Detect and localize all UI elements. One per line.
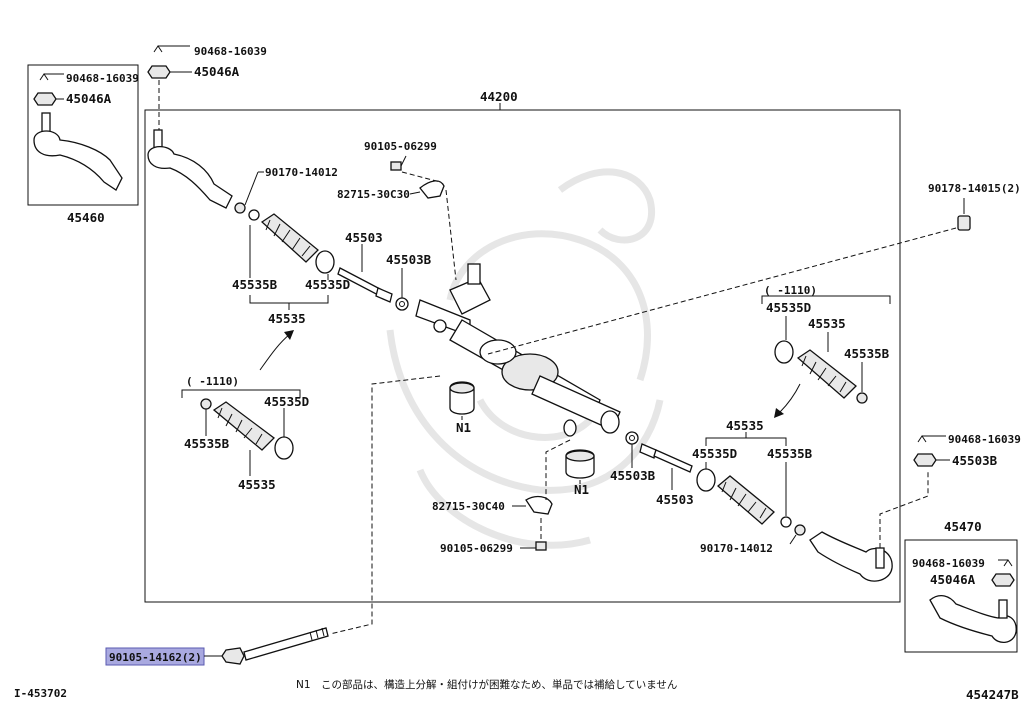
label-br-nut: 45046A — [930, 572, 976, 587]
ul-clip-icon — [39, 73, 64, 81]
assembly-44200-frame — [144, 109, 901, 603]
dash-grommet-to-rack — [487, 227, 957, 355]
r-nut-icon — [913, 453, 950, 467]
r-clip-icon — [917, 435, 946, 443]
label-rr-boot-b: 45535B — [844, 346, 890, 361]
boot-right-lower-icon — [696, 468, 806, 536]
inner-rod-right-icon — [639, 443, 693, 490]
arrow-head-left — [284, 330, 294, 340]
label-44200: 44200 — [480, 89, 518, 104]
label-rl-boot: 45535 — [726, 418, 764, 433]
nut-left-icon — [395, 268, 409, 311]
tie-rod-end-45470-icon — [929, 594, 1017, 643]
label-rr-boot: 45535 — [808, 316, 846, 331]
label-highlight-bolt[interactable]: 90105-14162(2) — [109, 651, 202, 664]
footnote-n1: N1 この部品は、構造上分解・組付けが困難なため、単品では補給していません — [296, 678, 677, 691]
bracket-top-icon — [409, 180, 445, 199]
label-ul-clip: 90468-16039 — [66, 72, 139, 85]
label-tl-nut: 45046A — [194, 64, 240, 79]
doc-id-right: 454247B — [966, 687, 1019, 702]
label-l-nut: 45503B — [386, 252, 432, 267]
label-rr-range: ( -1110) — [764, 284, 817, 297]
assembly-45460-frame — [27, 64, 139, 206]
bushing-n1-left-icon — [449, 381, 475, 420]
tl-clip-icon — [153, 45, 190, 53]
label-l-boot: 45535 — [268, 311, 306, 326]
br-clip-icon — [998, 559, 1013, 567]
label-bolt-bottom: 90105-06299 — [440, 542, 513, 555]
label-l-boot-b: 45535B — [232, 277, 278, 292]
label-ll-boot: 45535 — [238, 477, 276, 492]
doc-id-left: I-453702 — [14, 687, 67, 700]
label-ll-boot-d: 45535D — [264, 394, 309, 409]
br-nut-icon — [991, 573, 1015, 587]
label-ll-boot-b: 45535B — [184, 436, 230, 451]
grommet-right-icon — [957, 198, 971, 231]
label-ll-range: ( -1110) — [186, 375, 239, 388]
label-rl-boot-b: 45535B — [767, 446, 813, 461]
boot-left-icon — [248, 209, 335, 274]
label-r-rod: 45503 — [656, 492, 694, 507]
label-ul-nut: 45046A — [66, 91, 112, 106]
boot-right-upper-icon — [774, 340, 868, 404]
assembly-45470-frame — [904, 539, 1018, 653]
label-br-clip: 90468-16039 — [912, 557, 985, 570]
label-grommet-right: 90178-14015(2) — [928, 182, 1021, 195]
label-bolt-top: 90105-06299 — [364, 140, 437, 153]
arrow-curve-left — [259, 333, 291, 371]
long-bolt-icon — [221, 627, 329, 665]
dash-bolt-to-rack — [329, 375, 441, 635]
watermark-emblem — [386, 168, 664, 549]
label-l-ring: 90170-14012 — [265, 166, 338, 179]
boot-lower-left-icon — [200, 398, 294, 460]
tie-rod-end-45460-icon — [33, 112, 123, 191]
label-rr-boot-d: 45535D — [766, 300, 811, 315]
bolt-bottom-icon — [520, 541, 547, 551]
inner-rod-left-icon — [337, 267, 393, 303]
label-r-clip: 90468-16039 — [948, 433, 1021, 446]
label-tl-clip: 90468-16039 — [194, 45, 267, 58]
bushing-n1-right-icon — [563, 419, 595, 484]
tl-nut-icon — [147, 65, 192, 79]
label-r-nut: 45503B — [610, 468, 656, 483]
steering-rack-housing-icon — [415, 263, 621, 434]
label-l-rod: 45503 — [345, 230, 383, 245]
label-n1-left: N1 — [456, 420, 471, 435]
label-r-nut-outer: 45503B — [952, 453, 998, 468]
label-n1-right: N1 — [574, 482, 589, 497]
label-bracket-top: 82715-30C30 — [337, 188, 410, 201]
label-l-boot-d: 45535D — [305, 277, 350, 292]
nut-right-icon — [625, 431, 639, 468]
tie-rod-end-left-icon — [147, 129, 233, 209]
lock-ring-left-icon — [234, 171, 264, 214]
label-45470: 45470 — [944, 519, 982, 534]
label-45460: 45460 — [67, 210, 105, 225]
label-rl-boot-d: 45535D — [692, 446, 737, 461]
ul-nut-icon — [33, 92, 64, 106]
label-bracket-bottom: 82715-30C40 — [432, 500, 505, 513]
label-r-ring: 90170-14012 — [700, 542, 773, 555]
bolt-top-icon — [390, 155, 407, 171]
